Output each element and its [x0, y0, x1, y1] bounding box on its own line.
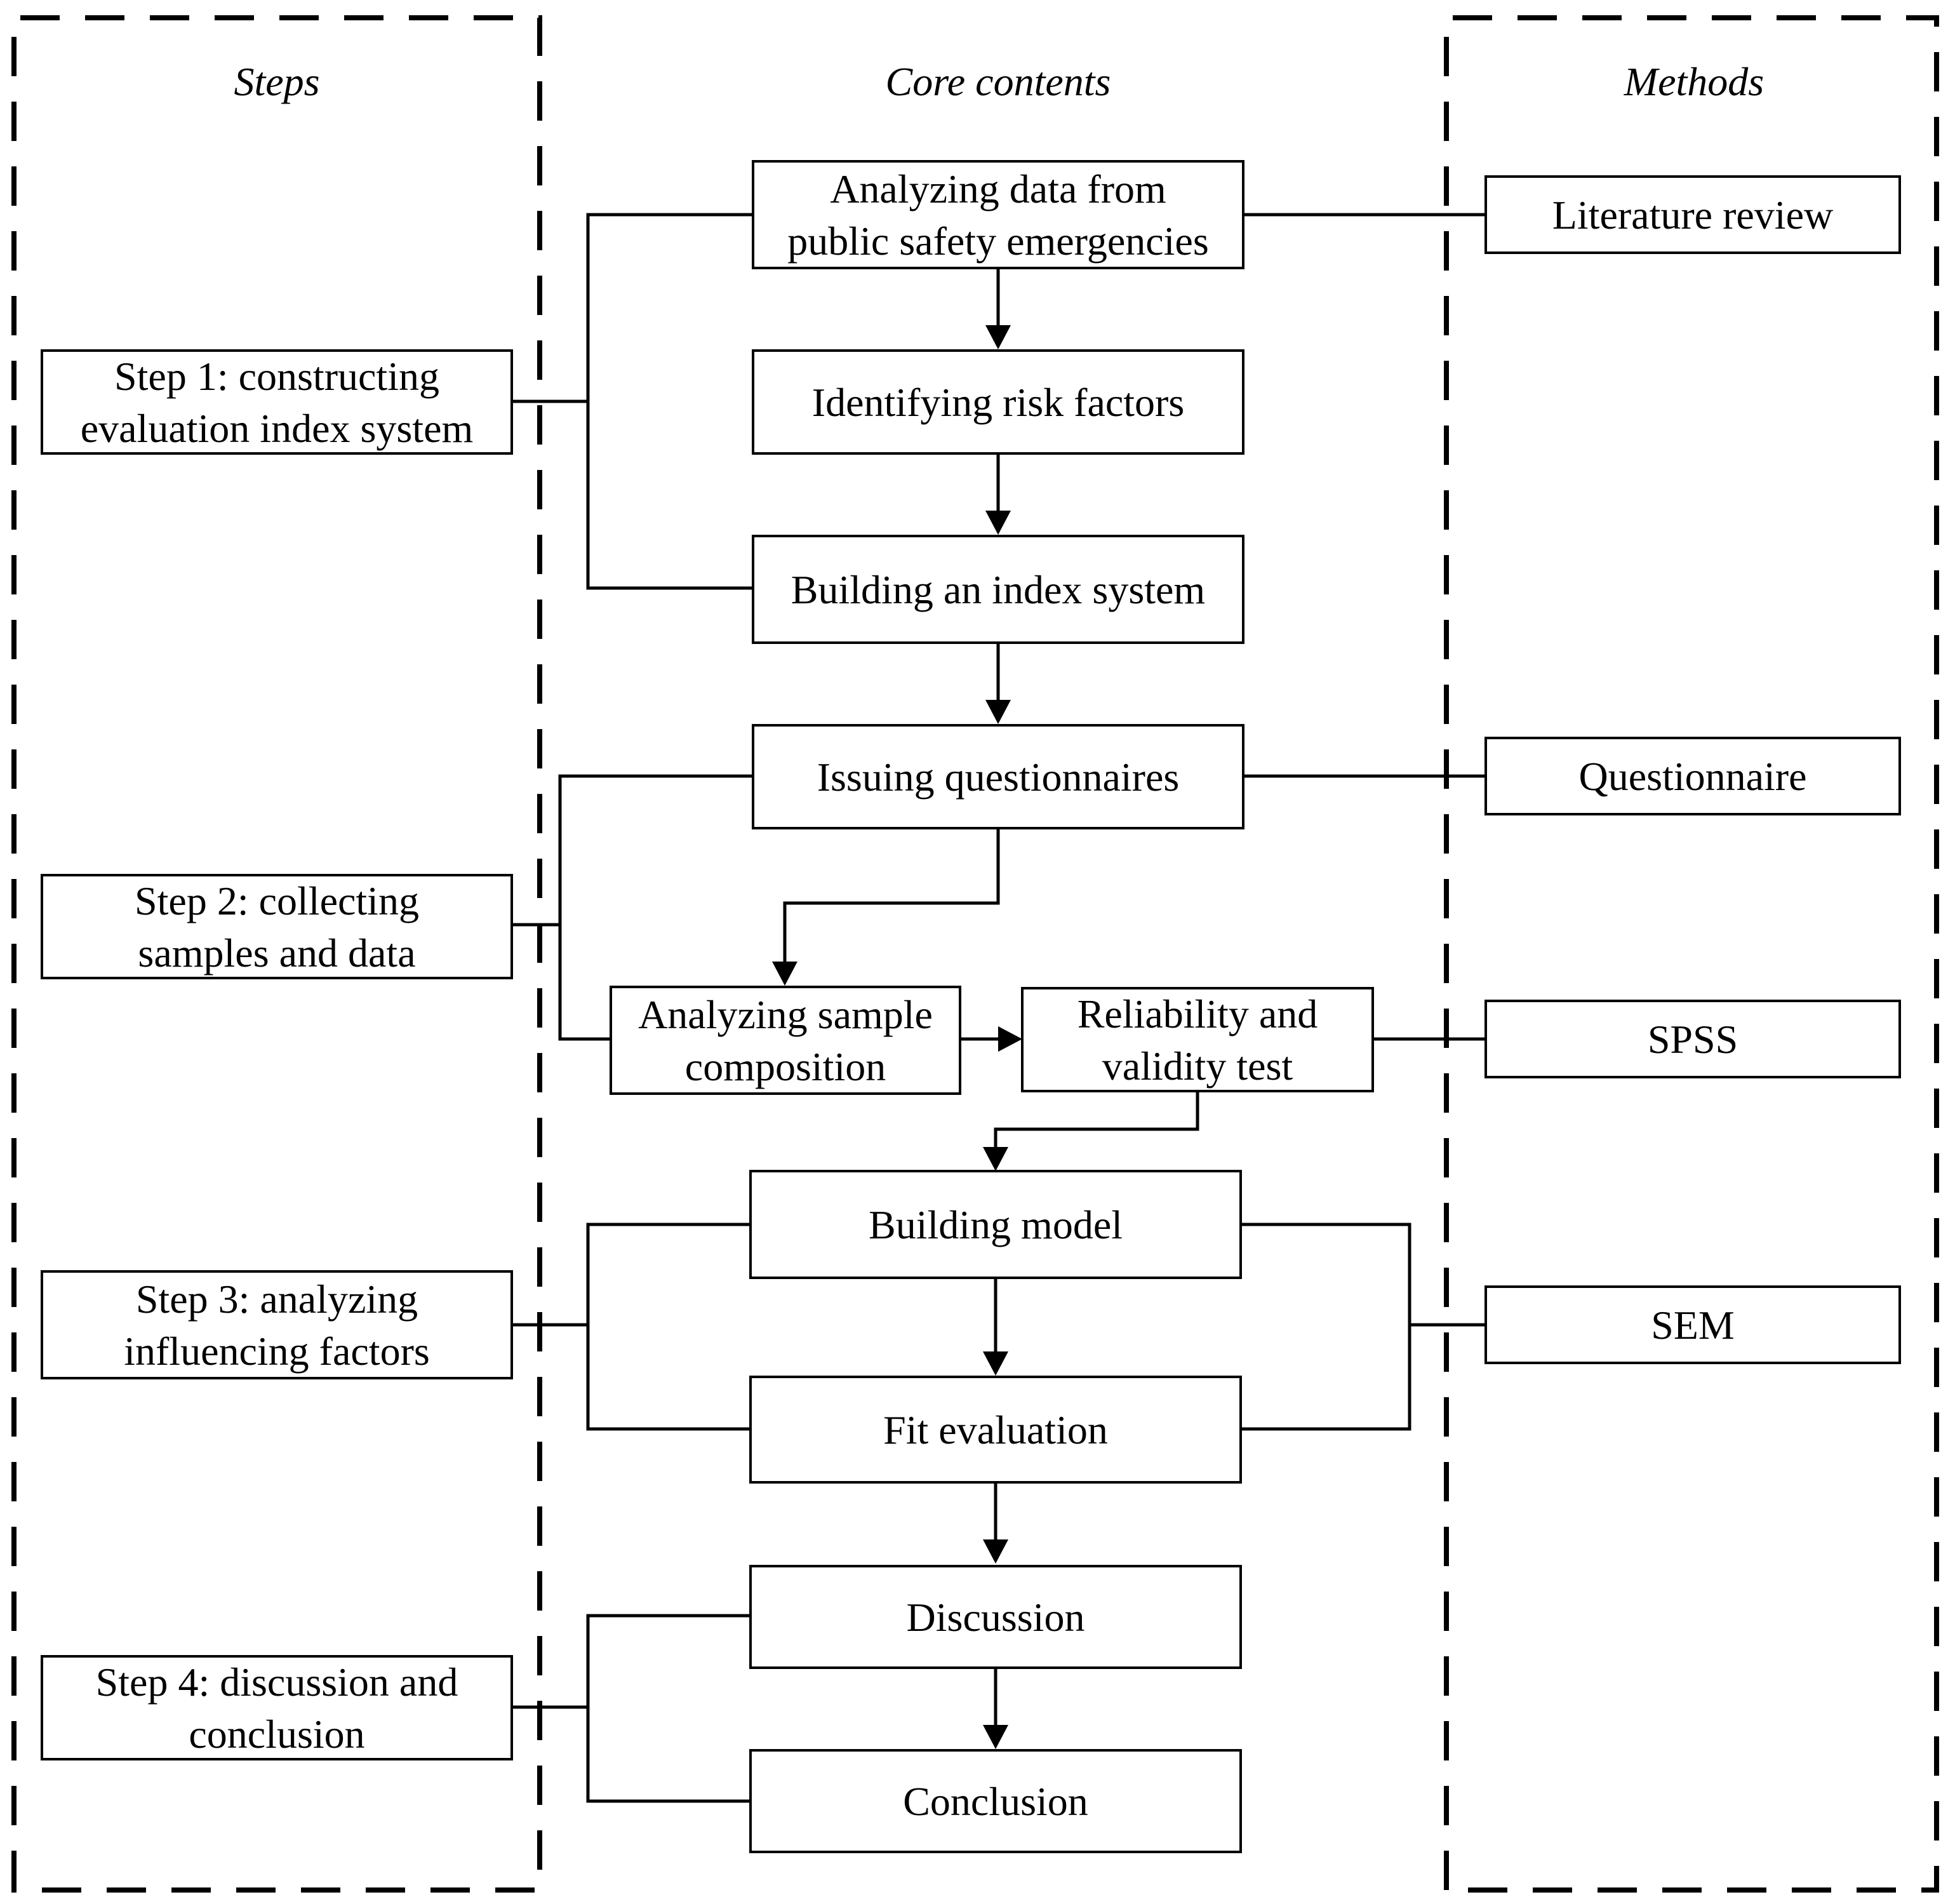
arrow-discussion-to-conclusion [983, 1668, 1008, 1749]
discussion-box: Discussion [749, 1565, 1242, 1669]
step1-box: Step 1: constructing evaluation index sys… [41, 349, 513, 455]
flow-arrows [772, 269, 1199, 1749]
step4-box-label: conclusion [189, 1712, 364, 1757]
discussion-box-frame [749, 1565, 1242, 1669]
arrow-model-to-fit [983, 1279, 1008, 1376]
conclusion-box: Conclusion [749, 1749, 1242, 1853]
analyzing-sample-box-label: Analyzing sample [638, 992, 933, 1037]
issuing-questionnaires-box-label: Issuing questionnaires [817, 754, 1180, 800]
building-index-system-box: Building an index system [752, 535, 1244, 644]
arrow-identifying-to-building-index [985, 453, 1011, 535]
fit-evaluation-box-frame [749, 1376, 1242, 1484]
step3-bracket [512, 1223, 751, 1431]
building-model-box-label: Building model [869, 1202, 1123, 1247]
step4-box-label: Step 4: discussion and [96, 1659, 458, 1705]
core-contents-column-header: Core contents [886, 59, 1111, 104]
steps-column-header: Steps [234, 59, 319, 104]
sem-box-label: SEM [1651, 1303, 1735, 1348]
step2-bracket [512, 774, 753, 1041]
step1-bracket [512, 213, 753, 590]
spss-box-label: SPSS [1648, 1017, 1738, 1062]
step4-bracket [512, 1614, 751, 1803]
step2-box-label: Step 2: collecting [135, 878, 419, 923]
literature-review-box-label: Literature review [1552, 192, 1833, 238]
fit-evaluation-box: Fit evaluation [749, 1376, 1242, 1484]
step3-box-frame [41, 1270, 513, 1379]
literature-review-box: Literature review [1484, 175, 1901, 254]
sem-box: SEM [1484, 1285, 1901, 1364]
step1-box-label: Step 1: constructing [114, 354, 439, 399]
step2-box-label: samples and data [138, 930, 415, 975]
column-frames [11, 15, 1939, 1893]
reliability-validity-box: Reliability and validity test [1021, 987, 1374, 1092]
questionnaire-box: Questionnaire [1484, 737, 1901, 815]
arrow-index-to-questionnaires [985, 643, 1011, 724]
step4-box-frame [41, 1655, 513, 1760]
step2-box-frame [41, 874, 513, 979]
spss-box-frame [1484, 1000, 1901, 1078]
reliability-validity-box-label: validity test [1102, 1043, 1293, 1089]
fit-evaluation-box-label: Fit evaluation [883, 1407, 1108, 1452]
issuing-questionnaires-box: Issuing questionnaires [752, 724, 1244, 829]
boxes: Step 1: constructing evaluation index sys… [41, 160, 1901, 1853]
arrow-analyzing-to-identifying [985, 269, 1011, 349]
building-model-box: Building model [749, 1170, 1242, 1279]
building-index-system-box-frame [752, 535, 1244, 644]
reliability-validity-box-frame [1021, 987, 1374, 1092]
analyzing-data-box: Analyzing data from public safety emergen… [752, 160, 1244, 269]
step4-box: Step 4: discussion and conclusion [41, 1655, 513, 1760]
step2-box: Step 2: collecting samples and data [41, 874, 513, 979]
analyzing-data-box-frame [752, 160, 1244, 269]
building-model-box-frame [749, 1170, 1242, 1279]
analyzing-sample-box-frame [610, 986, 961, 1095]
discussion-box-label: Discussion [907, 1595, 1085, 1640]
methods-column-header: Methods [1624, 59, 1764, 104]
reliability-validity-box-label: Reliability and [1077, 991, 1318, 1036]
step3-box-label: Step 3: analyzing [136, 1277, 418, 1322]
arrow-fit-to-discussion [983, 1482, 1008, 1564]
sem-bracket [1242, 1223, 1486, 1431]
analyzing-sample-box: Analyzing sample composition [610, 986, 961, 1095]
arrow-sample-to-reliability [960, 1026, 1022, 1052]
conclusion-box-frame [749, 1749, 1242, 1853]
questionnaire-box-frame [1484, 737, 1901, 815]
step3-box-label: influencing factors [124, 1329, 430, 1374]
identifying-risk-factors-box-label: Identifying risk factors [812, 380, 1185, 425]
steps-column-frame [11, 15, 542, 1893]
step1-box-label: evaluation index system [81, 406, 474, 451]
sem-box-frame [1484, 1285, 1901, 1364]
spss-box: SPSS [1484, 1000, 1901, 1078]
issuing-questionnaires-box-frame [752, 724, 1244, 829]
literature-review-box-frame [1484, 175, 1901, 254]
analyzing-data-box-label: public safety emergencies [787, 218, 1208, 264]
identifying-risk-factors-box-frame [752, 349, 1244, 455]
identifying-risk-factors-box: Identifying risk factors [752, 349, 1244, 455]
building-index-system-box-label: Building an index system [791, 567, 1205, 612]
step1-box-frame [41, 349, 513, 455]
arrow-reliability-to-model [983, 1092, 1199, 1171]
step3-box: Step 3: analyzing influencing factors [41, 1270, 513, 1379]
questionnaire-box-label: Questionnaire [1579, 754, 1807, 799]
arrow-questionnaires-to-sample [772, 827, 1000, 986]
analyzing-data-box-label: Analyzing data from [830, 166, 1166, 211]
analyzing-sample-box-label: composition [685, 1044, 886, 1089]
connectors [512, 213, 1486, 1803]
conclusion-box-label: Conclusion [903, 1779, 1088, 1824]
methods-column-frame [1444, 15, 1939, 1893]
